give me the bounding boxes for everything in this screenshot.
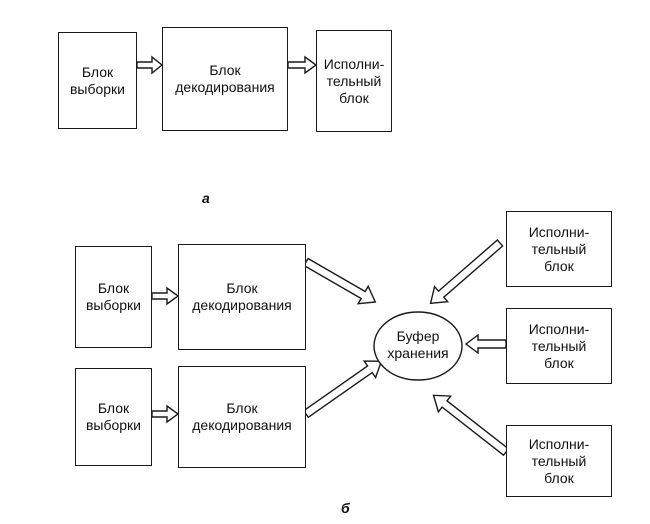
- arrow-exec3-to-buffer: [432, 394, 510, 457]
- decode-block-b2: Блок декодирования: [178, 366, 306, 468]
- caption-b: б: [341, 500, 350, 516]
- exec-block-b1: Исполни- тельный блок: [506, 211, 612, 287]
- decode-block-b1: Блок декодирования: [178, 244, 306, 350]
- decode-block-b1-label: Блок декодирования: [192, 280, 292, 313]
- fetch-block-b2-label: Блок выборки: [85, 400, 142, 433]
- decode-block-b2-label: Блок декодирования: [192, 400, 292, 433]
- buffer-ellipse: [373, 311, 463, 381]
- arrow-decode1-to-buffer: [303, 257, 377, 305]
- fetch-block-b1: Блок выборки: [75, 246, 152, 348]
- fetch-block-b1-label: Блок выборки: [85, 280, 142, 313]
- fetch-block-a: Блок выборки: [58, 32, 137, 129]
- fetch-block-a-label: Блок выборки: [69, 63, 126, 97]
- exec-block-b1-label: Исполни- тельный блок: [528, 223, 590, 274]
- exec-block-b2-label: Исполни- тельный блок: [528, 320, 590, 371]
- fetch-block-b2: Блок выборки: [75, 368, 152, 466]
- exec-block-b3-label: Исполни- тельный блок: [528, 435, 590, 486]
- exec-block-a: Исполни- тельный блок: [316, 30, 392, 132]
- arrow-decode2-to-buffer: [302, 360, 383, 419]
- arrow-fetch1-to-decode1: [151, 286, 180, 306]
- caption-a: а: [202, 190, 210, 206]
- arrow-fetch2-to-decode2: [151, 404, 180, 424]
- buffer-label: Буфер хранения: [387, 328, 449, 361]
- exec-block-b3: Исполни- тельный блок: [506, 425, 612, 497]
- arrow-fetch-to-decode-a: [136, 55, 164, 75]
- decode-block-a-label: Блок декодирования: [175, 62, 275, 95]
- exec-block-a-label: Исполни- тельный блок: [323, 55, 385, 106]
- arrow-decode-to-exec-a: [287, 55, 318, 75]
- decode-block-a: Блок декодирования: [162, 27, 288, 131]
- arrow-exec1-to-buffer: [429, 238, 504, 305]
- arrow-exec2-to-buffer: [464, 333, 507, 355]
- exec-block-b2: Исполни- тельный блок: [506, 308, 612, 384]
